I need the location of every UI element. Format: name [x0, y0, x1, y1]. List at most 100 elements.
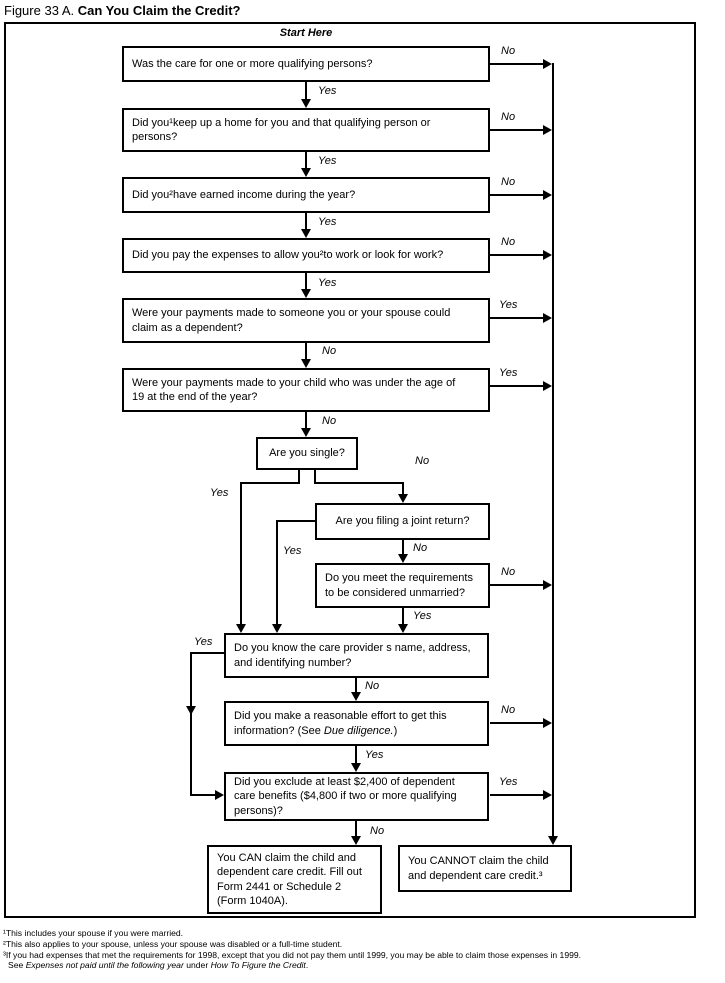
node-text: Did you pay the expenses to allow you²to… — [132, 249, 444, 262]
footnote-4-part: . — [305, 960, 309, 971]
arrowhead-right-icon — [543, 190, 552, 200]
arrowhead-right-icon — [543, 381, 552, 391]
node-qualifying-persons: Was the care for one or more qualifying … — [122, 46, 490, 82]
node-text: persons? — [132, 131, 178, 143]
node-can-claim-credit: You CAN claim the child and dependent ca… — [207, 845, 382, 914]
connector-q6-yes — [490, 385, 543, 387]
node-text: Do you know the care provider s name, ad… — [234, 642, 471, 654]
edge-label-q4-no: No — [501, 236, 516, 248]
footnote-4: See Expenses not paid until the followin… — [8, 960, 723, 971]
arrowhead-right-icon — [543, 718, 552, 728]
edge-label-q8-yes: Yes — [283, 545, 302, 557]
node-cannot-claim-credit: You CANNOT claim the child and dependent… — [398, 845, 572, 892]
edge-label-q12-yes: Yes — [499, 776, 518, 788]
connector-q4-yes — [305, 273, 307, 289]
footnote-2: ²This also applies to your spouse, unles… — [3, 938, 343, 949]
footnote-1: ¹This includes your spouse if you were m… — [3, 928, 184, 938]
edge-label-q10-no: No — [365, 680, 380, 692]
footnote-4-part: See — [8, 960, 26, 971]
node-keep-up-home: Did you¹keep up a home for you and that … — [122, 108, 490, 152]
connector-q9-no — [490, 584, 543, 586]
arrowhead-down-icon — [186, 706, 196, 715]
edge-label-q2-no: No — [501, 111, 516, 123]
connector-q7-stub-right — [314, 470, 316, 484]
edge-label-q11-yes: Yes — [365, 749, 384, 761]
arrowhead-right-icon — [215, 790, 224, 800]
arrowhead-down-icon — [301, 289, 311, 298]
arrowhead-down-icon — [301, 428, 311, 437]
node-payments-dependent: Were your payments made to someone you o… — [122, 298, 490, 343]
arrowhead-down-icon — [398, 494, 408, 503]
node-text: Form 2441 or Schedule 2 — [217, 880, 342, 893]
edge-label-q2-yes: Yes — [318, 155, 337, 167]
edge-label-q7-no: No — [415, 455, 430, 467]
node-joint-return: Are you filing a joint return? — [315, 503, 490, 540]
connector-q9-yes — [402, 608, 404, 624]
node-text: Did you¹keep up a home for you and that … — [132, 116, 431, 129]
connector-q10-yes-v — [190, 652, 192, 796]
edge-label-q10-yes: Yes — [194, 636, 213, 648]
arrowhead-down-icon — [351, 692, 361, 701]
edge-label-q3-no: No — [501, 176, 516, 188]
arrowhead-down-icon — [301, 99, 311, 108]
node-text-part: information? (See — [234, 724, 324, 737]
arrowhead-right-icon — [543, 125, 552, 135]
flowchart-frame — [4, 22, 696, 918]
connector-q7-stub-left — [298, 470, 300, 484]
connector-q5-yes — [490, 317, 543, 319]
connector-q1-yes — [305, 82, 307, 99]
arrowhead-right-icon — [543, 580, 552, 590]
arrowhead-down-icon — [351, 763, 361, 772]
node-text: Are you single? — [269, 447, 345, 460]
node-text: Do you meet the requirements — [325, 572, 473, 584]
edge-label-q9-yes: Yes — [413, 610, 432, 622]
connector-q4-no — [490, 254, 543, 256]
arrowhead-down-icon — [272, 624, 282, 633]
node-are-you-single: Are you single? — [256, 437, 358, 470]
node-text: claim as a dependent? — [132, 321, 243, 334]
edge-label-q12-no: No — [370, 825, 385, 837]
connector-q8-no — [402, 540, 404, 554]
connector-q3-no — [490, 194, 543, 196]
edge-label-q5-yes: Yes — [499, 299, 518, 311]
connector-q1-no — [490, 63, 543, 65]
arrowhead-right-icon — [543, 313, 552, 323]
arrowhead-down-icon — [351, 836, 361, 845]
node-considered-unmarried: Do you meet the requirements to be consi… — [315, 563, 490, 608]
connector-collector-line — [552, 63, 554, 836]
footnote-4-italic: Expenses not paid until the following ye… — [25, 960, 184, 971]
node-text: Was the care for one or more qualifying … — [132, 57, 373, 70]
figure-number: Figure 33 A. — [4, 3, 78, 18]
arrowhead-down-icon — [548, 836, 558, 845]
node-text: Are you filing a joint return? — [335, 515, 470, 528]
node-know-care-provider: Do you know the care provider s name, ad… — [224, 633, 489, 678]
node-text: and identifying number? — [234, 656, 352, 669]
arrowhead-right-icon — [543, 59, 552, 69]
connector-q8-yes-h — [276, 520, 315, 522]
node-text: to be considered unmarried? — [325, 586, 466, 599]
node-text: Did you²have earned income during the ye… — [132, 188, 356, 201]
edge-label-q3-yes: Yes — [318, 216, 337, 228]
arrowhead-down-icon — [398, 624, 408, 633]
connector-q3-yes — [305, 213, 307, 229]
arrowhead-right-icon — [543, 790, 552, 800]
footnote-4-part: under — [183, 960, 211, 971]
node-payments-child-under-19: Were your payments made to your child wh… — [122, 368, 490, 412]
node-text-part: ) — [393, 724, 398, 737]
node-text: dependent care credit. Fill out — [217, 866, 362, 878]
node-text: persons)? — [234, 804, 283, 817]
edge-label-q11-no: No — [501, 704, 516, 716]
node-pay-expenses: Did you pay the expenses to allow you²to… — [122, 238, 490, 273]
node-text: information? (See Due diligence.) — [234, 724, 483, 739]
connector-q7-yes-v — [240, 482, 242, 624]
node-text: Did you make a reasonable effort to get … — [234, 710, 447, 722]
node-text-italic: Due diligence. — [323, 724, 394, 737]
connector-q11-no — [490, 722, 543, 724]
connector-q11-yes — [355, 746, 357, 763]
node-text: You CAN claim the child and — [217, 851, 357, 864]
edge-label-q1-yes: Yes — [318, 85, 337, 97]
edge-label-q9-no: No — [501, 566, 516, 578]
connector-q10-yes-h1 — [190, 652, 224, 654]
connector-q7-yes-h — [240, 482, 300, 484]
